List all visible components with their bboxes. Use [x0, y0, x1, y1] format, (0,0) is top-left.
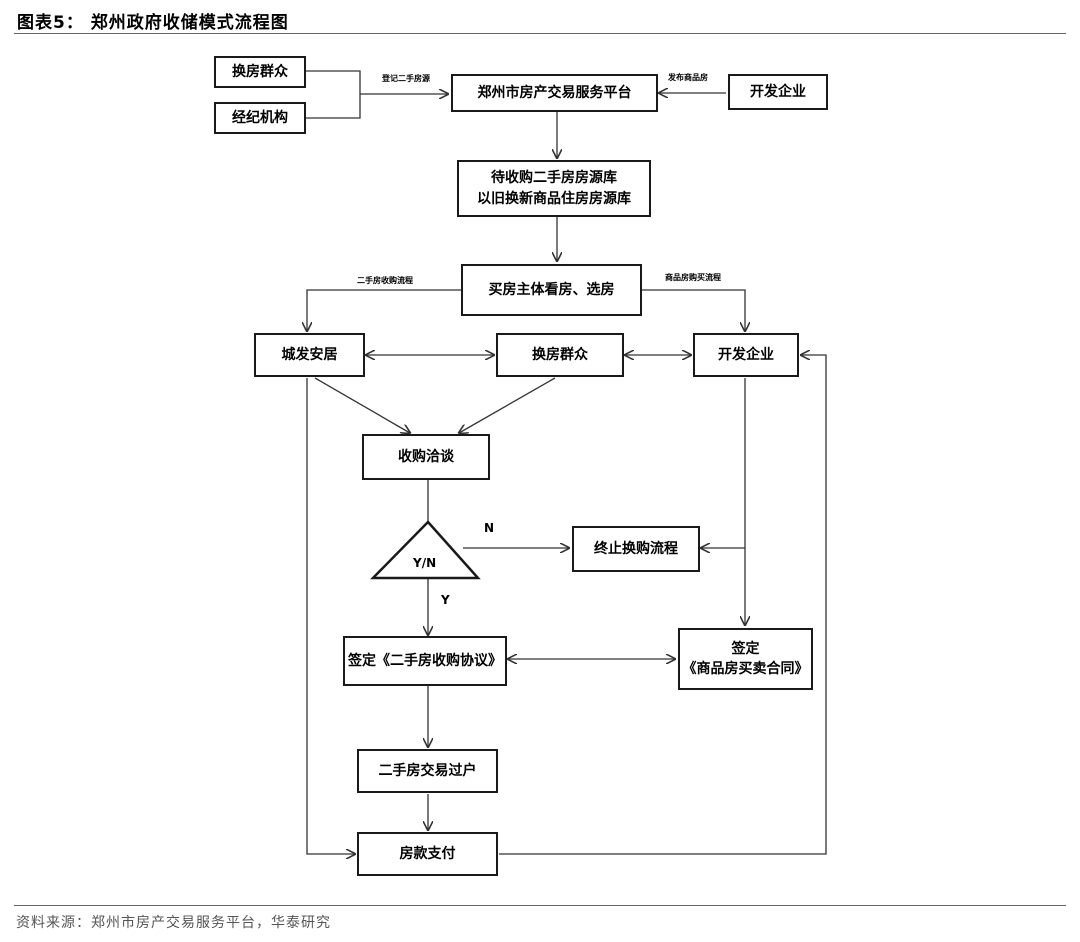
newhouse-flow-label: 商品房购买流程 — [665, 273, 721, 282]
terminate-label: 终止换购流程 — [594, 540, 678, 557]
edge-newhouse-flow — [642, 289, 745, 331]
secondhand-flow-label: 二手房收购流程 — [357, 276, 413, 285]
edge-payment-kaifa — [499, 355, 827, 855]
platform-box: 郑州市房产交易服务平台 — [451, 74, 658, 112]
decision-triangle — [370, 520, 481, 580]
library-box: 待收购二手房房源库 以旧换新商品住房房源库 — [457, 160, 651, 217]
huanfang-box-top: 换房群众 — [214, 56, 306, 88]
header-rule — [14, 33, 1066, 34]
figure-title: 图表5： 郑州政府收储模式流程图 — [17, 13, 289, 33]
decision-label: Y/N — [413, 556, 437, 570]
edge-chengfa-negotiate — [314, 377, 410, 433]
negotiate-box: 收购洽谈 — [362, 434, 490, 480]
chengfa-box: 城发安居 — [254, 333, 365, 377]
buyer-label: 买房主体看房、选房 — [488, 281, 615, 298]
jingji-box: 经纪机构 — [214, 102, 306, 134]
transfer-label: 二手房交易过户 — [378, 762, 477, 779]
kaifa-box-mid: 开发企业 — [693, 333, 799, 377]
kaifa-label-top: 开发企业 — [750, 83, 806, 100]
chengfa-label: 城发安居 — [281, 346, 338, 363]
sign-new-line2: 《商品房买卖合同》 — [682, 661, 809, 677]
yes-label: Y — [441, 593, 450, 607]
register-label: 登记二手房源 — [382, 74, 430, 83]
no-label: N — [484, 521, 495, 535]
source-note: 资料来源：郑州市房产交易服务平台，华泰研究 — [16, 915, 331, 931]
negotiate-label: 收购洽谈 — [398, 448, 454, 465]
sign-new-box: 签定 《商品房买卖合同》 — [678, 628, 813, 690]
payment-label: 房款支付 — [399, 845, 456, 862]
payment-box: 房款支付 — [357, 832, 498, 876]
kaifa-box-top: 开发企业 — [728, 74, 828, 110]
publish-label: 发布商品房 — [668, 73, 708, 82]
jingji-label: 经纪机构 — [232, 109, 288, 126]
transfer-box: 二手房交易过户 — [357, 749, 498, 793]
sign-new-line1: 签定 — [731, 640, 760, 657]
terminate-box: 终止换购流程 — [572, 526, 700, 572]
huanfang-label-mid: 换房群众 — [532, 346, 588, 363]
footer-rule — [14, 905, 1066, 906]
edge-huanfang-merge — [306, 70, 361, 119]
buyer-box: 买房主体看房、选房 — [461, 264, 642, 316]
edge-chengfa-payment — [306, 378, 355, 854]
library-line2: 以旧换新商品住房房源库 — [477, 190, 631, 207]
huanfang-box-mid: 换房群众 — [496, 333, 624, 377]
library-line1: 待收购二手房房源库 — [491, 170, 617, 187]
platform-label: 郑州市房产交易服务平台 — [477, 84, 632, 101]
sign-secondhand-box: 签定《二手房收购协议》 — [343, 636, 507, 686]
sign-secondhand-label: 签定《二手房收购协议》 — [348, 652, 502, 669]
huanfang-label-top: 换房群众 — [232, 63, 288, 80]
kaifa-label-mid: 开发企业 — [718, 346, 774, 363]
edge-secondhand-flow — [307, 289, 461, 331]
edge-huanfang-negotiate — [459, 377, 556, 433]
